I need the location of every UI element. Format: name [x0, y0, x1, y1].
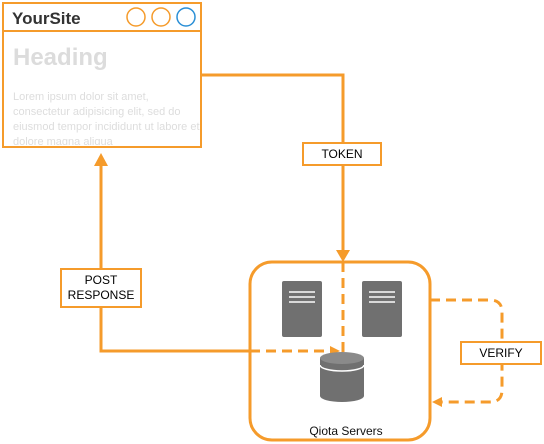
verify-arrowhead: [432, 397, 442, 407]
token-connector: [201, 73, 345, 252]
server-icon: [282, 281, 322, 337]
site-body-text: Lorem ipsum dolor sit amet, consectetur …: [13, 91, 200, 145]
server-icon: [362, 281, 402, 337]
window-button-1: [126, 7, 146, 27]
post-response-label: POST RESPONSE: [60, 268, 142, 308]
window-button-2: [151, 7, 171, 27]
window-button-3: [176, 7, 196, 27]
verify-label: VERIFY: [460, 341, 542, 365]
token-label: TOKEN: [302, 142, 382, 166]
browser-window: [2, 2, 202, 148]
token-arrowhead: [336, 250, 350, 262]
site-heading: Heading: [13, 44, 108, 71]
site-name: YourSite: [12, 9, 81, 28]
database-icon: [319, 352, 365, 402]
post-response-connector: [99, 166, 250, 353]
server-caption: Qiota Servers: [309, 424, 383, 438]
post-response-arrowhead: [94, 153, 108, 166]
